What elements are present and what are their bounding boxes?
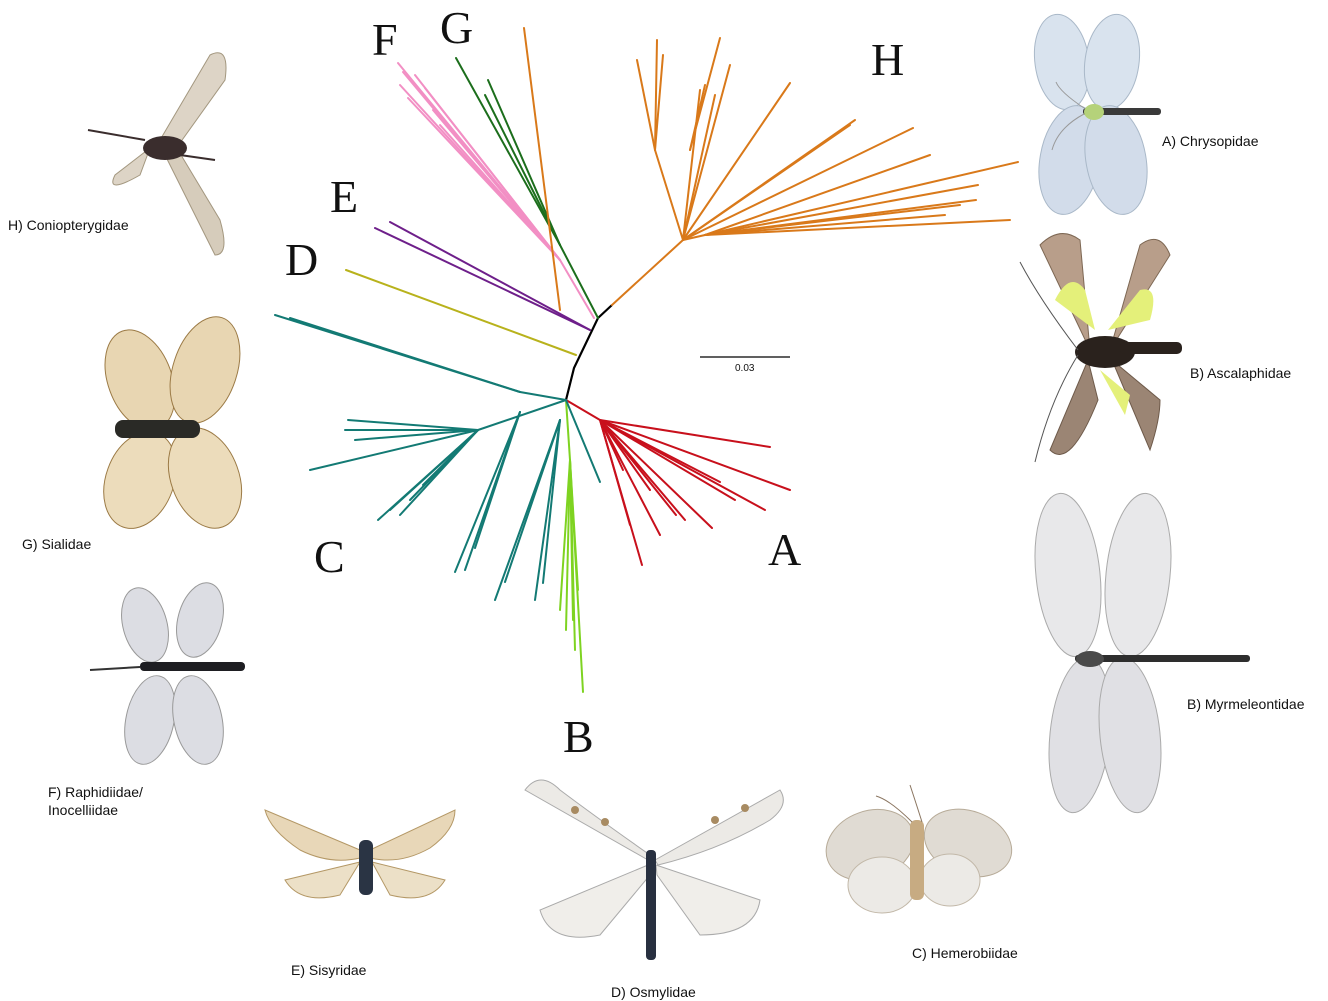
clade-f-branch [440,125,560,260]
clade-a-branch [600,420,650,490]
caption-osmylidae: D) Osmylidae [611,983,696,1001]
clade-c-branch [348,420,478,430]
caption-raphidiidae-inocelliidae: F) Raphidiidae/ Inocelliidae [48,783,143,819]
clade-label-g: G [440,2,473,53]
clade-label-a: A [768,524,801,575]
clade-c-branch [520,392,566,400]
brown-lacewing-icon [816,785,1021,913]
clade-c-branch [478,400,566,430]
clade-h-branch [524,28,560,310]
antlion-icon [1028,490,1250,816]
clade-h-branch [705,205,960,235]
clade-c-branch [423,430,478,485]
clade-label-h: H [871,34,904,85]
owlfly-yellow-icon [1020,234,1182,462]
clade-b-branches [560,400,583,692]
clade-label-c: C [314,531,345,582]
clade-h-branch [637,60,655,150]
clade-label-b: B [563,711,594,762]
clade-label-f: F [372,14,398,65]
clade-label-e: E [330,171,358,222]
clade-g-branches [456,58,598,318]
scale-bar-label: 0.03 [735,363,755,374]
clade-e-branch [375,228,590,330]
caption-hemerobiidae: C) Hemerobiidae [912,944,1018,962]
alderfly-icon [91,308,255,539]
osmylid-icon [525,780,783,960]
tree-backbone [566,305,612,400]
clade-f-branch [425,88,560,260]
clade-d-branches [346,270,576,355]
clade-h-branch [705,162,1018,235]
spongillafly-icon [265,810,455,898]
clade-h-branch [655,150,683,240]
clade-h-branch [705,155,930,235]
caption-ascalaphidae: B) Ascalaphidae [1190,364,1291,382]
clade-d-branch [346,270,576,355]
caption-coniopterygidae: H) Coniopterygidae [8,216,129,234]
lacewing-green-icon [1029,11,1161,220]
clade-e-branch [390,222,590,330]
caption-myrmeleontidae: B) Myrmeleontidae [1187,695,1305,713]
clade-c-branch [475,412,520,548]
clade-g-branch [560,245,598,318]
caption-chrysopidae: A) Chrysopidae [1162,132,1259,150]
clade-c-branch [455,412,520,572]
caption-sialidae: G) Sialidae [22,535,91,553]
clade-a-branch [600,420,712,528]
snakefly-icon [90,578,245,769]
clade-c-branch [290,318,520,392]
clade-label-d: D [285,234,318,285]
caption-sisyridae: E) Sisyridae [291,961,366,979]
clade-f-branch [560,260,594,318]
clade-h-branch [612,240,683,305]
clade-h-branches [524,28,1018,310]
